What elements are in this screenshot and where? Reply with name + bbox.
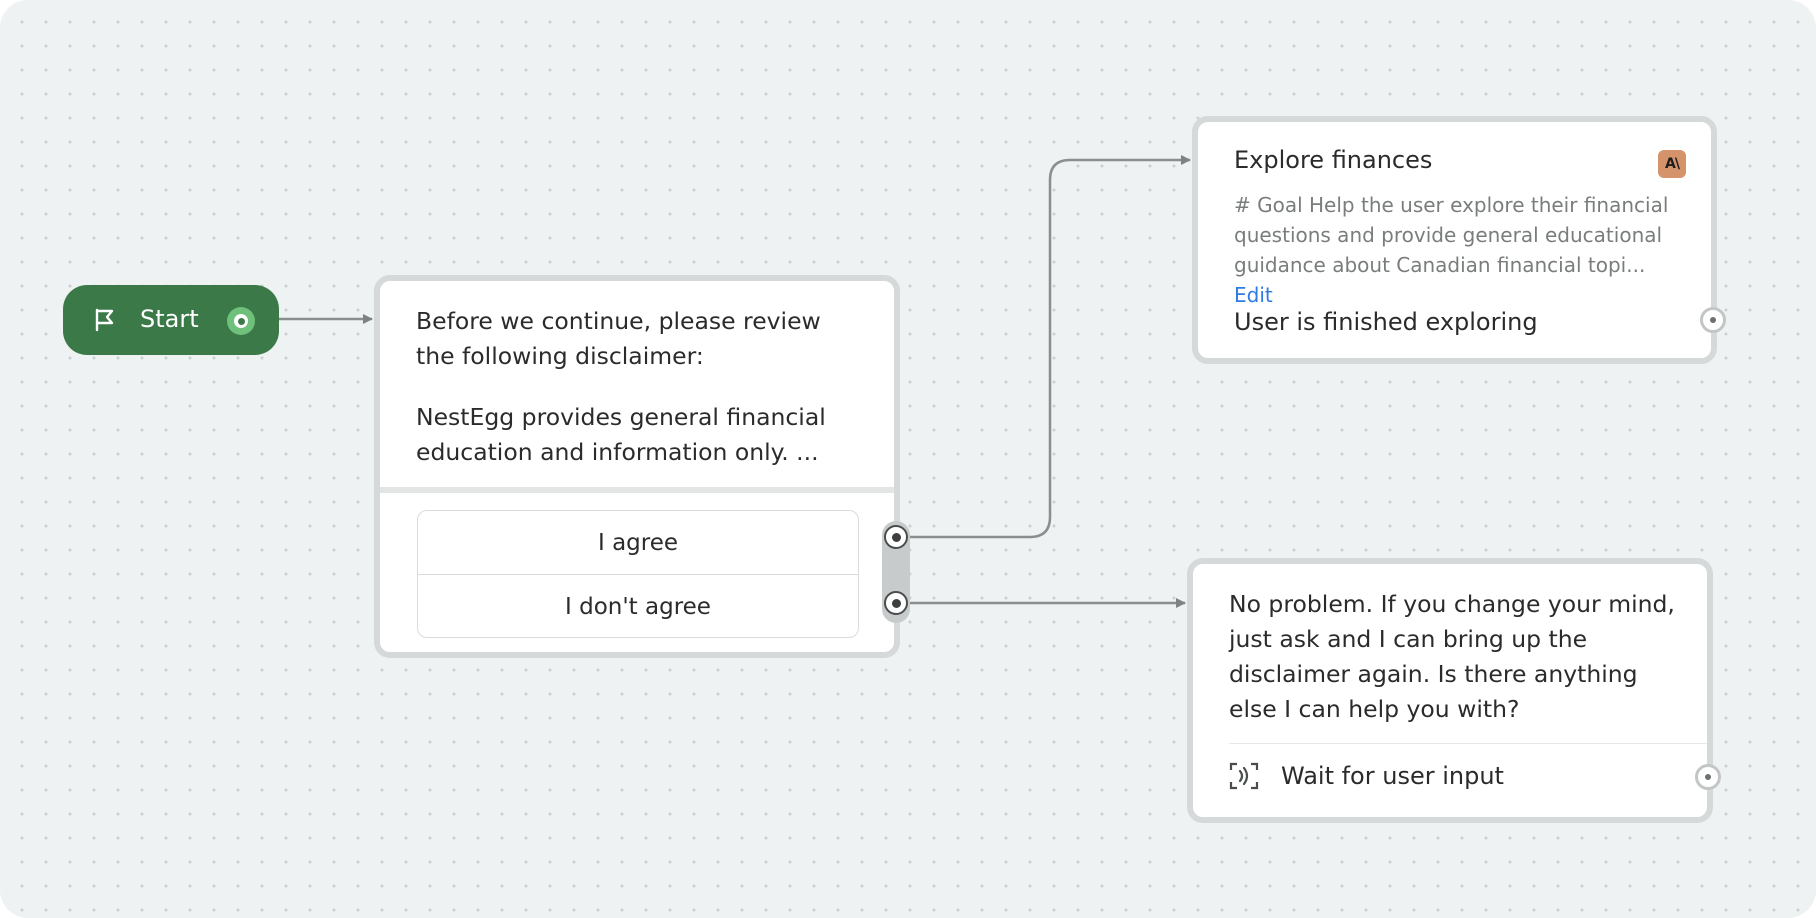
start-label: Start: [140, 305, 199, 333]
explore-title: Explore finances: [1234, 146, 1433, 174]
edit-link[interactable]: Edit: [1234, 283, 1273, 307]
start-output-port[interactable]: [227, 307, 255, 335]
no-agree-reply-node[interactable]: No problem. If you change your mind, jus…: [1187, 558, 1713, 823]
explore-goal-text: # Goal Help the user explore their finan…: [1234, 193, 1669, 277]
choice-list: I agree I don't agree: [417, 510, 859, 638]
disclaimer-intro: Before we continue, please review the fo…: [416, 307, 821, 370]
disclaimer-divider: [380, 487, 894, 493]
disclaimer-body: NestEgg provides general financial educa…: [416, 403, 826, 466]
disclaimer-node[interactable]: Before we continue, please review the fo…: [374, 275, 900, 658]
reply-output-port[interactable]: [1695, 764, 1721, 790]
reply-separator: [1229, 743, 1707, 744]
explore-description: # Goal Help the user explore their finan…: [1234, 190, 1684, 310]
wait-label: Wait for user input: [1281, 762, 1504, 790]
edge-agree-to-explore: [910, 155, 1191, 539]
explore-finances-node[interactable]: Explore finances A\ # Goal Help the user…: [1192, 116, 1717, 364]
agree-output-port[interactable]: [884, 525, 908, 549]
explore-exit-condition: User is finished exploring: [1234, 308, 1538, 336]
wait-for-input-row: Wait for user input: [1229, 756, 1504, 796]
choice-agree-button[interactable]: I agree: [597, 529, 679, 556]
explore-output-port[interactable]: [1700, 307, 1726, 333]
disagree-output-port[interactable]: [884, 591, 908, 615]
ai-agent-icon: A\: [1658, 150, 1686, 178]
reply-message: No problem. If you change your mind, jus…: [1229, 590, 1675, 723]
listening-icon: [1229, 762, 1259, 790]
flag-icon: [95, 308, 114, 332]
choice-disagree-button[interactable]: I don't agree: [418, 574, 858, 637]
start-node[interactable]: Start: [63, 285, 279, 355]
